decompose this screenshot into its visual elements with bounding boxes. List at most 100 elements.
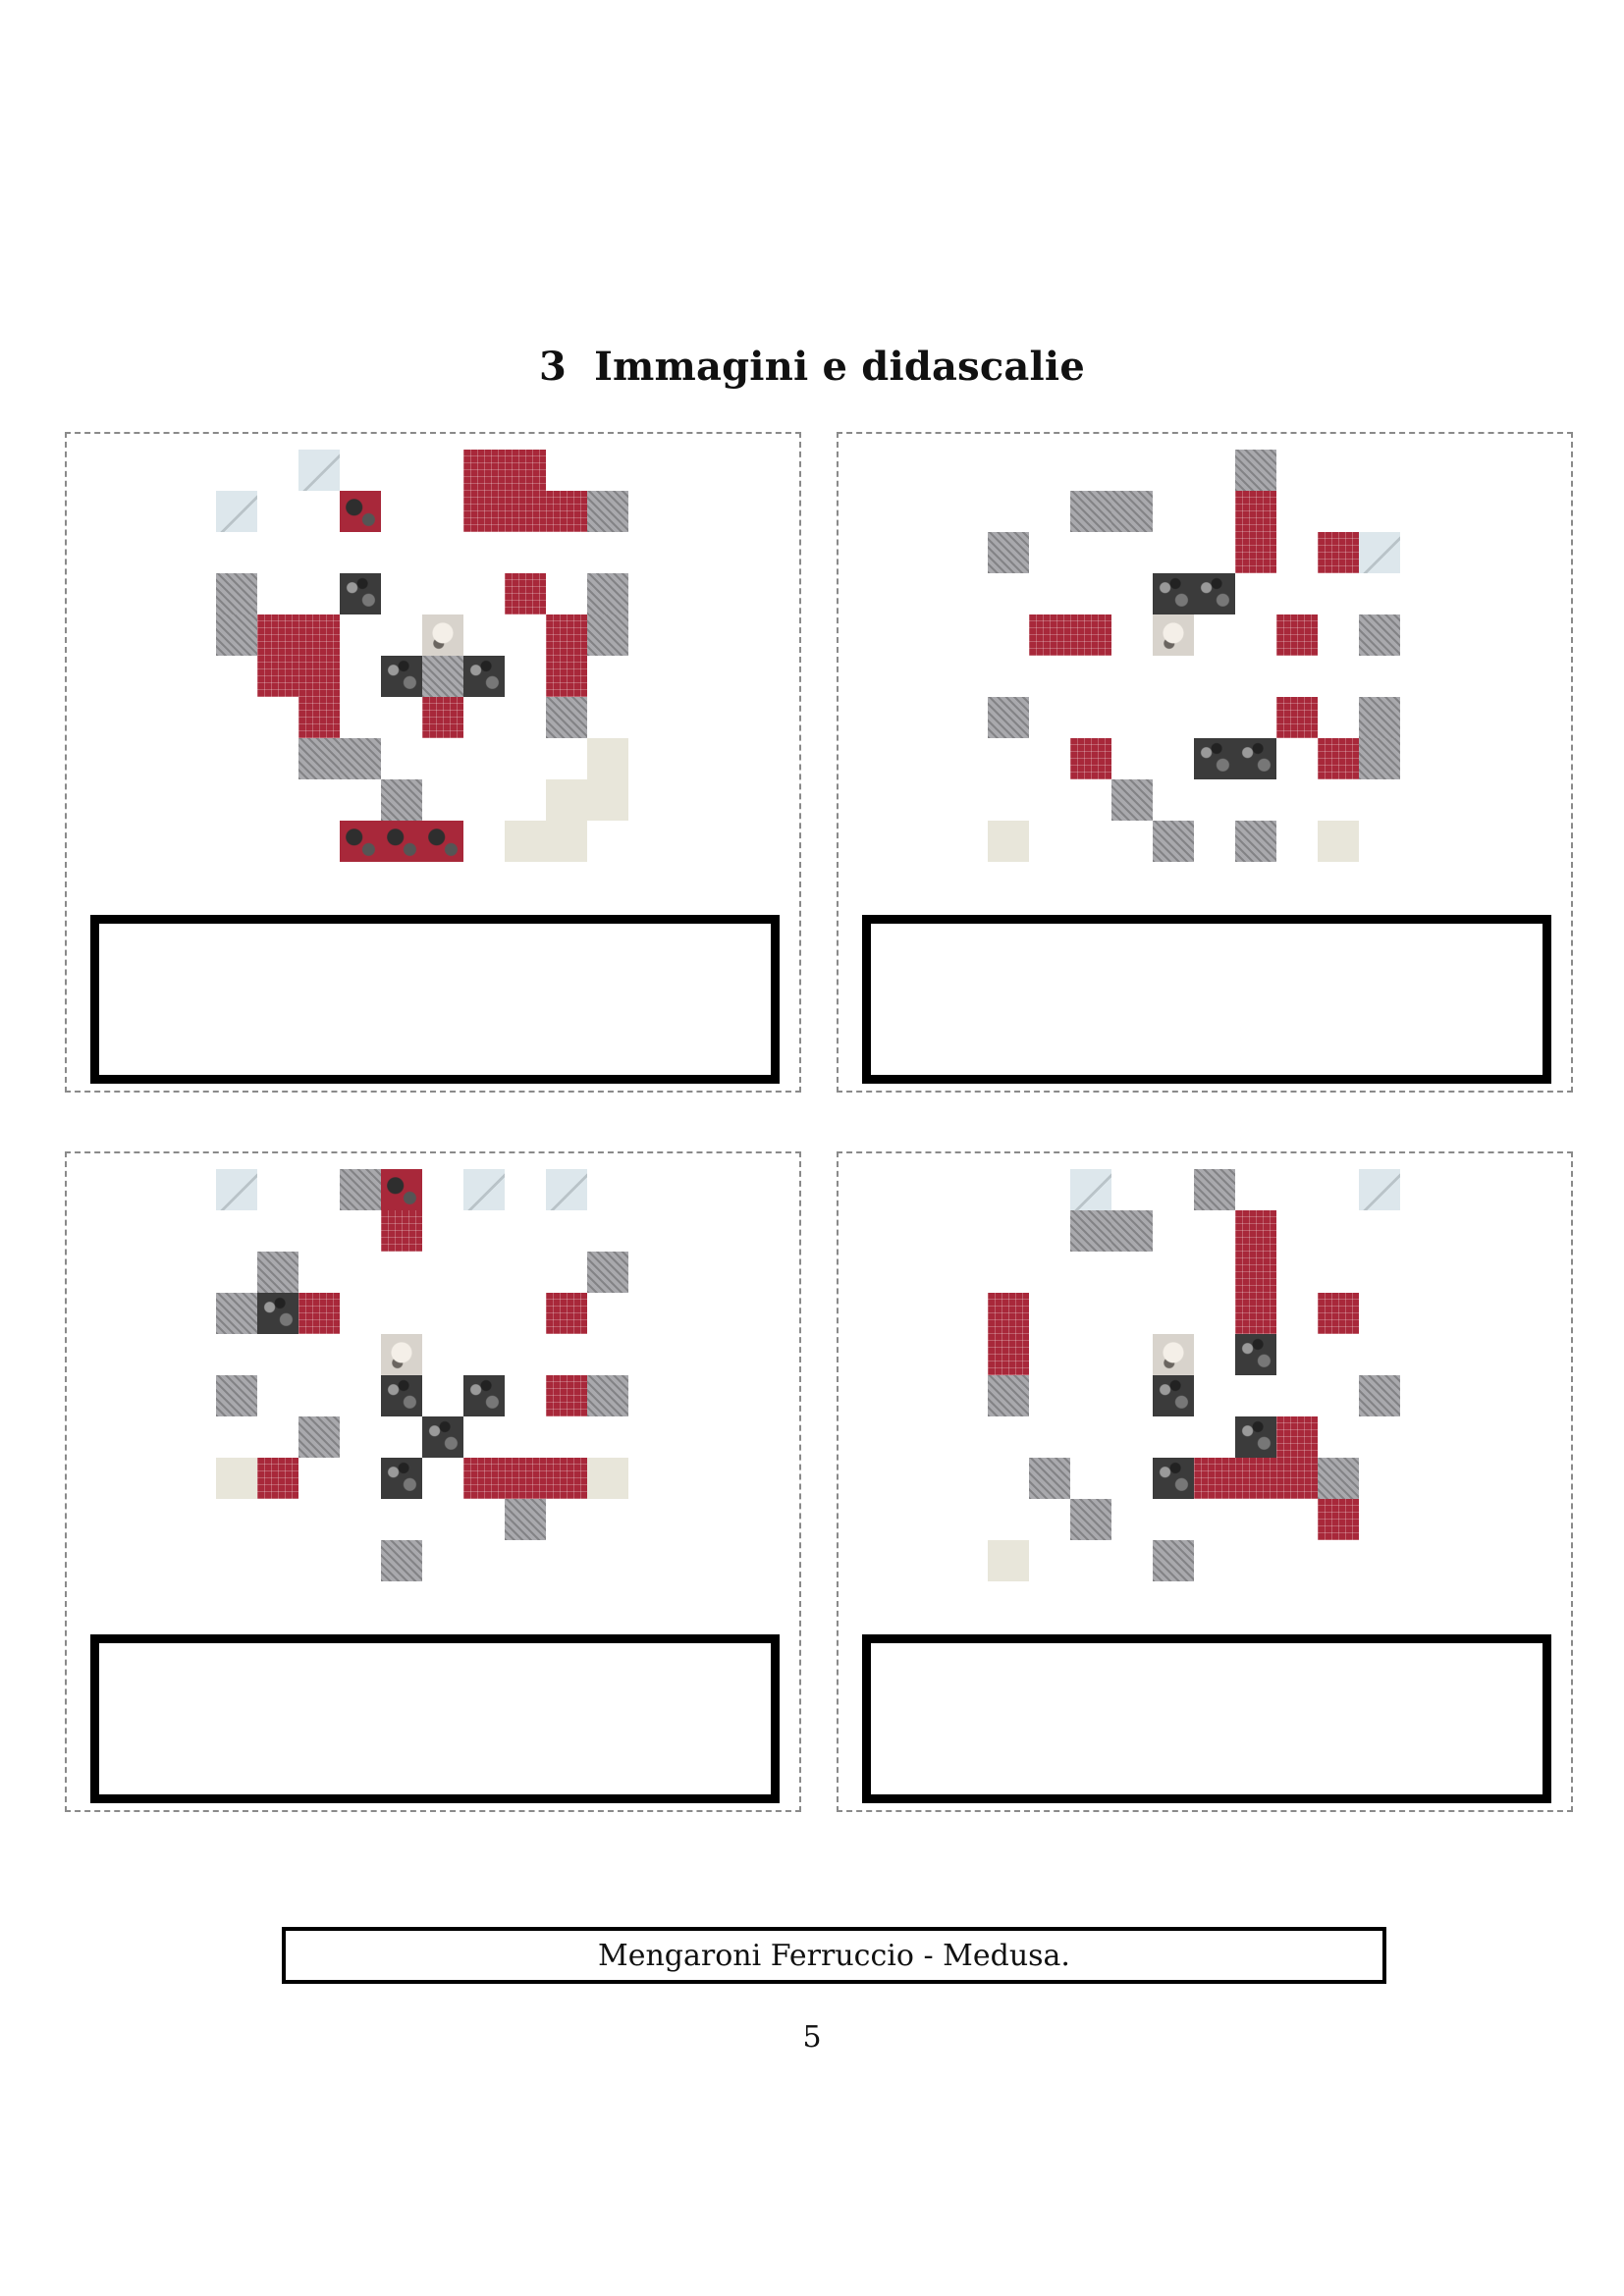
puzzle-tile	[1029, 1334, 1070, 1375]
puzzle-tile	[463, 1375, 505, 1416]
puzzle-tile	[988, 1334, 1029, 1375]
puzzle-tile	[340, 1458, 381, 1499]
puzzle-tile	[463, 1416, 505, 1458]
puzzle-tile	[463, 450, 505, 491]
puzzle-tile	[298, 779, 340, 821]
puzzle-tile	[1029, 1210, 1070, 1252]
puzzle-tile	[216, 1375, 257, 1416]
puzzle-tile	[381, 779, 422, 821]
puzzle-tile	[257, 821, 298, 862]
puzzle-tile	[422, 573, 463, 614]
puzzle-tile	[1029, 573, 1070, 614]
puzzle-tile	[1318, 450, 1359, 491]
puzzle-tile	[257, 697, 298, 738]
puzzle-tile	[340, 1293, 381, 1334]
puzzle-tile	[381, 573, 422, 614]
puzzle-tile	[257, 738, 298, 779]
puzzle-tile	[422, 1375, 463, 1416]
puzzle-tile	[340, 614, 381, 656]
puzzle-tile	[505, 450, 546, 491]
puzzle-tile	[505, 1375, 546, 1416]
puzzle-tile	[422, 1540, 463, 1581]
puzzle-tile	[1194, 1499, 1235, 1540]
puzzle-tile	[1235, 1252, 1276, 1293]
puzzle-tile	[1276, 1499, 1318, 1540]
puzzle-tile	[422, 738, 463, 779]
puzzle-tile	[546, 1499, 587, 1540]
puzzle-tile	[257, 1540, 298, 1581]
puzzle-tile	[1153, 1458, 1194, 1499]
puzzle-tile	[988, 1540, 1029, 1581]
puzzle-tile	[546, 1375, 587, 1416]
puzzle-tile	[505, 1210, 546, 1252]
puzzle-tile	[298, 821, 340, 862]
puzzle-tile	[1235, 1540, 1276, 1581]
puzzle-tile	[1276, 779, 1318, 821]
puzzle-tile	[1359, 821, 1400, 862]
puzzle-tile	[1070, 614, 1111, 656]
footer-caption: Mengaroni Ferruccio - Medusa.	[282, 1927, 1386, 1984]
puzzle-tile	[1029, 614, 1070, 656]
puzzle-tile	[257, 1169, 298, 1210]
image-card-1	[65, 432, 801, 1093]
puzzle-tile	[257, 491, 298, 532]
puzzle-tile	[381, 1375, 422, 1416]
caption-box[interactable]	[862, 1634, 1551, 1803]
puzzle-tile	[1318, 1293, 1359, 1334]
puzzle-tile	[505, 614, 546, 656]
puzzle-tile	[216, 532, 257, 573]
puzzle-tile	[1235, 1169, 1276, 1210]
puzzle-tile	[505, 1458, 546, 1499]
puzzle-tile	[1070, 697, 1111, 738]
puzzle-tile	[546, 779, 587, 821]
puzzle-tile	[587, 614, 628, 656]
puzzle-tile	[298, 697, 340, 738]
puzzle-tile	[1235, 821, 1276, 862]
puzzle-tile	[463, 1458, 505, 1499]
puzzle-tile	[1029, 1375, 1070, 1416]
puzzle-tile	[1318, 821, 1359, 862]
puzzle-tile	[216, 1252, 257, 1293]
puzzle-tile	[381, 1540, 422, 1581]
puzzle-tile	[463, 1169, 505, 1210]
puzzle-tile	[298, 1169, 340, 1210]
puzzle-tile	[422, 1499, 463, 1540]
puzzle-tile	[1359, 1334, 1400, 1375]
puzzle-tile	[463, 1210, 505, 1252]
puzzle-tile	[340, 1210, 381, 1252]
caption-box[interactable]	[862, 915, 1551, 1084]
puzzle-tile	[1276, 573, 1318, 614]
puzzle-tile	[505, 1293, 546, 1334]
puzzle-tile	[505, 1499, 546, 1540]
section-title: Immagini e didascalie	[594, 344, 1085, 390]
puzzle-tile	[257, 532, 298, 573]
caption-box[interactable]	[90, 915, 780, 1084]
puzzle-tile	[1111, 738, 1153, 779]
puzzle-tile	[546, 450, 587, 491]
puzzle-tile	[257, 779, 298, 821]
puzzle-tile	[1194, 491, 1235, 532]
puzzle-tile	[422, 656, 463, 697]
puzzle-tile	[1318, 1499, 1359, 1540]
puzzle-tile	[1111, 491, 1153, 532]
puzzle-tile	[216, 573, 257, 614]
puzzle-tile	[422, 491, 463, 532]
puzzle-tile	[422, 1293, 463, 1334]
puzzle-tile	[587, 1210, 628, 1252]
puzzle-tile	[381, 450, 422, 491]
puzzle-tile	[1153, 779, 1194, 821]
puzzle-tile	[257, 1499, 298, 1540]
puzzle-tile	[340, 491, 381, 532]
puzzle-tile	[1359, 491, 1400, 532]
puzzle-tile	[463, 779, 505, 821]
puzzle-tile	[298, 1334, 340, 1375]
puzzle-tile	[463, 697, 505, 738]
caption-box[interactable]	[90, 1634, 780, 1803]
puzzle-tile	[216, 450, 257, 491]
puzzle-tile	[1029, 1416, 1070, 1458]
puzzle-tile	[298, 450, 340, 491]
puzzle-tile	[1153, 573, 1194, 614]
puzzle-tile	[988, 1210, 1029, 1252]
puzzle-tile	[1235, 697, 1276, 738]
